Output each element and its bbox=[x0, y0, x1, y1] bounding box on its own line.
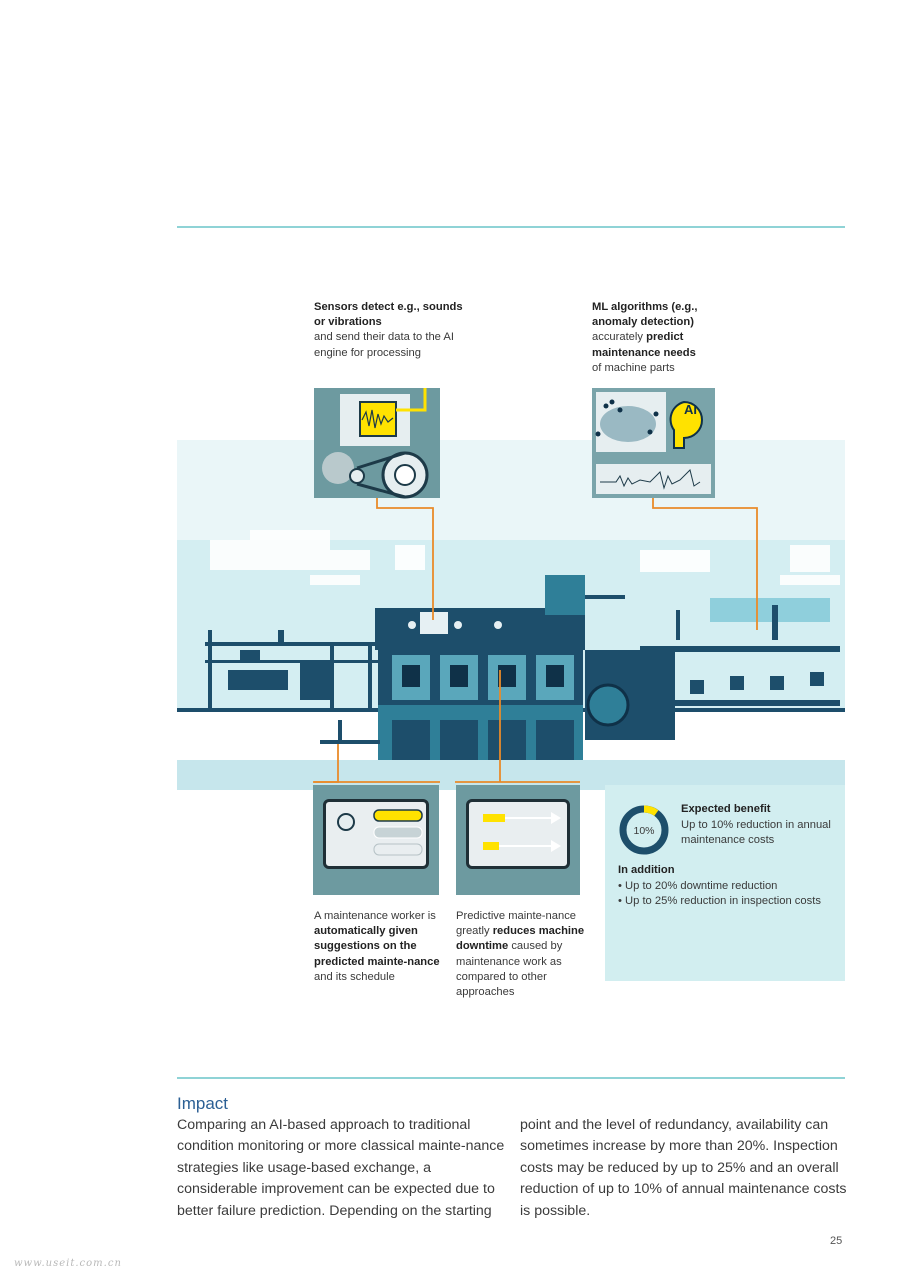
addition-bullet-1: • Up to 20% downtime reduction bbox=[618, 880, 778, 892]
orange-connectors bbox=[313, 498, 758, 783]
impact-column-2: point and the level of redundancy, avail… bbox=[520, 1117, 847, 1219]
skyline bbox=[210, 530, 840, 585]
predictive-screen-panel bbox=[456, 785, 580, 895]
central-machine bbox=[375, 575, 585, 760]
top-divider bbox=[177, 226, 845, 228]
watermark: www.useit.com.cn bbox=[14, 1258, 122, 1269]
impact-title: Impact bbox=[177, 1094, 229, 1113]
suggestion-pill-3[interactable] bbox=[373, 843, 423, 856]
gear-icon bbox=[337, 813, 355, 831]
worker-caption-rest: and its schedule bbox=[314, 970, 395, 983]
predictive-caption-rest: caused by maintenance work as compared t… bbox=[456, 940, 563, 999]
ml-caption-rest: of machine parts bbox=[592, 361, 675, 374]
predictive-caption-pre: Predictive mainte-nance greatly bbox=[456, 910, 577, 938]
addition-title: In addition bbox=[618, 864, 675, 876]
stairs-left bbox=[320, 740, 380, 744]
suggestion-pill-2[interactable] bbox=[373, 826, 423, 839]
ml-caption: ML algorithms (e.g., anomaly detection) … bbox=[592, 300, 722, 376]
ai-badge: AI bbox=[684, 402, 697, 417]
predictive-caption: Predictive mainte-nance greatly reduces … bbox=[456, 909, 588, 1000]
impact-divider bbox=[177, 1077, 845, 1079]
predictive-tablet[interactable] bbox=[466, 799, 570, 869]
suggestion-pill-1[interactable] bbox=[373, 809, 423, 822]
arrow-icon bbox=[551, 812, 561, 824]
worker-figure bbox=[338, 720, 342, 744]
addition-bullet-2-text: Up to 25% reduction in inspection costs bbox=[625, 895, 821, 908]
donut-label: 10% bbox=[633, 825, 654, 837]
sensors-caption: Sensors detect e.g., sounds or vibration… bbox=[314, 300, 464, 361]
worker-tablet-ui bbox=[337, 809, 423, 856]
predictive-caption-bold: reduces machine downtime bbox=[456, 925, 585, 953]
wrench-tag-2 bbox=[483, 842, 499, 850]
worker-caption-bold: automatically given suggestions on the p… bbox=[314, 925, 440, 968]
right-structure bbox=[585, 595, 840, 740]
worker-caption-pre: A maintenance worker is bbox=[314, 910, 436, 922]
page-number: 25 bbox=[830, 1235, 843, 1247]
expected-benefit-box: 10% Expected benefit Up to 10% reduction… bbox=[605, 785, 845, 981]
left-conveyor bbox=[205, 630, 380, 708]
sensors-caption-bold: Sensors detect e.g., sounds or vibration… bbox=[314, 301, 463, 329]
benefit-title: Expected benefit bbox=[681, 803, 771, 815]
benefit-text: Up to 10% reduction in annual maintenanc… bbox=[681, 819, 831, 847]
addition-bullet-1-text: Up to 20% downtime reduction bbox=[625, 880, 778, 892]
donut-highlight bbox=[619, 805, 669, 855]
arrow-icon bbox=[551, 840, 561, 852]
sensor-panel bbox=[314, 388, 440, 499]
addition-bullet-2: • Up to 25% reduction in inspection cost… bbox=[618, 895, 821, 908]
addition-list: • Up to 20% downtime reduction • Up to 2… bbox=[618, 879, 828, 909]
impact-column-1: Comparing an AI-based approach to tradit… bbox=[177, 1117, 505, 1219]
worker-caption: A maintenance worker is automatically gi… bbox=[314, 909, 444, 985]
ai-panel bbox=[592, 388, 715, 498]
predictive-tablet-ui bbox=[483, 812, 561, 852]
ml-caption-mid: accurately bbox=[592, 331, 647, 344]
worker-screen-panel bbox=[313, 785, 439, 895]
wrench-tag-1 bbox=[483, 814, 505, 822]
benefit-donut: 10% bbox=[619, 805, 669, 855]
factory-illustration: AI bbox=[177, 388, 845, 790]
ml-caption-bold-2: predict maintenance needs bbox=[592, 331, 696, 359]
ml-caption-bold-1: ML algorithms (e.g., anomaly detection) bbox=[592, 301, 698, 329]
sensors-caption-rest: and send their data to the AI engine for… bbox=[314, 331, 454, 359]
worker-tablet[interactable] bbox=[323, 799, 429, 869]
